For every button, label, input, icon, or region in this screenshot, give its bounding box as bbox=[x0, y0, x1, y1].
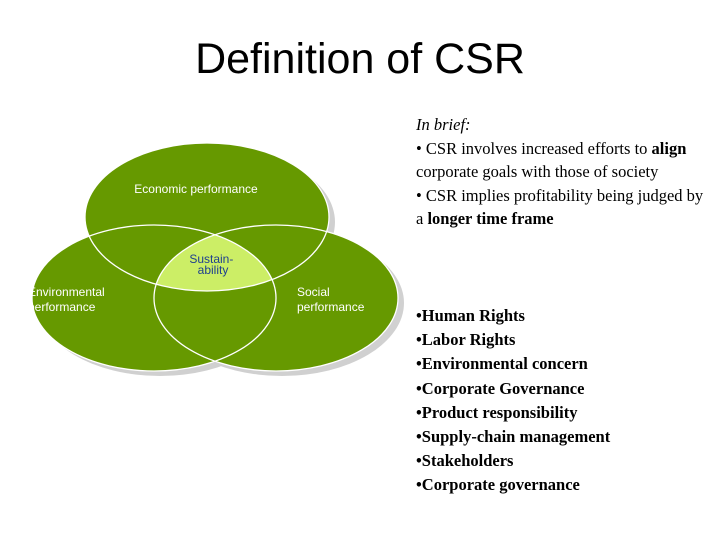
social-performance-label: Social performance bbox=[297, 285, 365, 314]
topic-item: •Supply-chain management bbox=[416, 427, 611, 447]
venn-outlines bbox=[31, 142, 399, 372]
topic-item: •Labor Rights bbox=[416, 330, 516, 350]
brief-point-time-frame: • CSR implies profitability being judged… bbox=[416, 185, 704, 229]
in-brief-block: In brief: • CSR involves increased effor… bbox=[416, 113, 706, 231]
topic-item: •Stakeholders bbox=[416, 451, 514, 471]
topic-item: •Product responsibility bbox=[416, 402, 578, 422]
in-brief-heading: In brief: bbox=[416, 115, 471, 134]
csr-topics-list: •Human Rights •Labor Rights •Environment… bbox=[416, 304, 706, 498]
topic-item: •Corporate Governance bbox=[416, 378, 585, 398]
economic-circle bbox=[85, 143, 329, 291]
align-emphasis: align bbox=[651, 138, 687, 158]
topic-item: •Environmental concern bbox=[416, 354, 588, 374]
topic-item: •Corporate governance bbox=[416, 475, 580, 495]
economic-performance-label: Economic performance bbox=[134, 182, 258, 196]
slide-title: Definition of CSR bbox=[195, 35, 525, 83]
time-frame-emphasis: longer time frame bbox=[427, 209, 554, 228]
sustainability-label: Sustain- ability bbox=[189, 252, 236, 277]
topic-item: •Human Rights bbox=[416, 306, 525, 325]
environmental-performance-label: Environmental performance bbox=[28, 285, 108, 314]
brief-point-align: • CSR involves increased efforts to alig… bbox=[416, 138, 687, 182]
